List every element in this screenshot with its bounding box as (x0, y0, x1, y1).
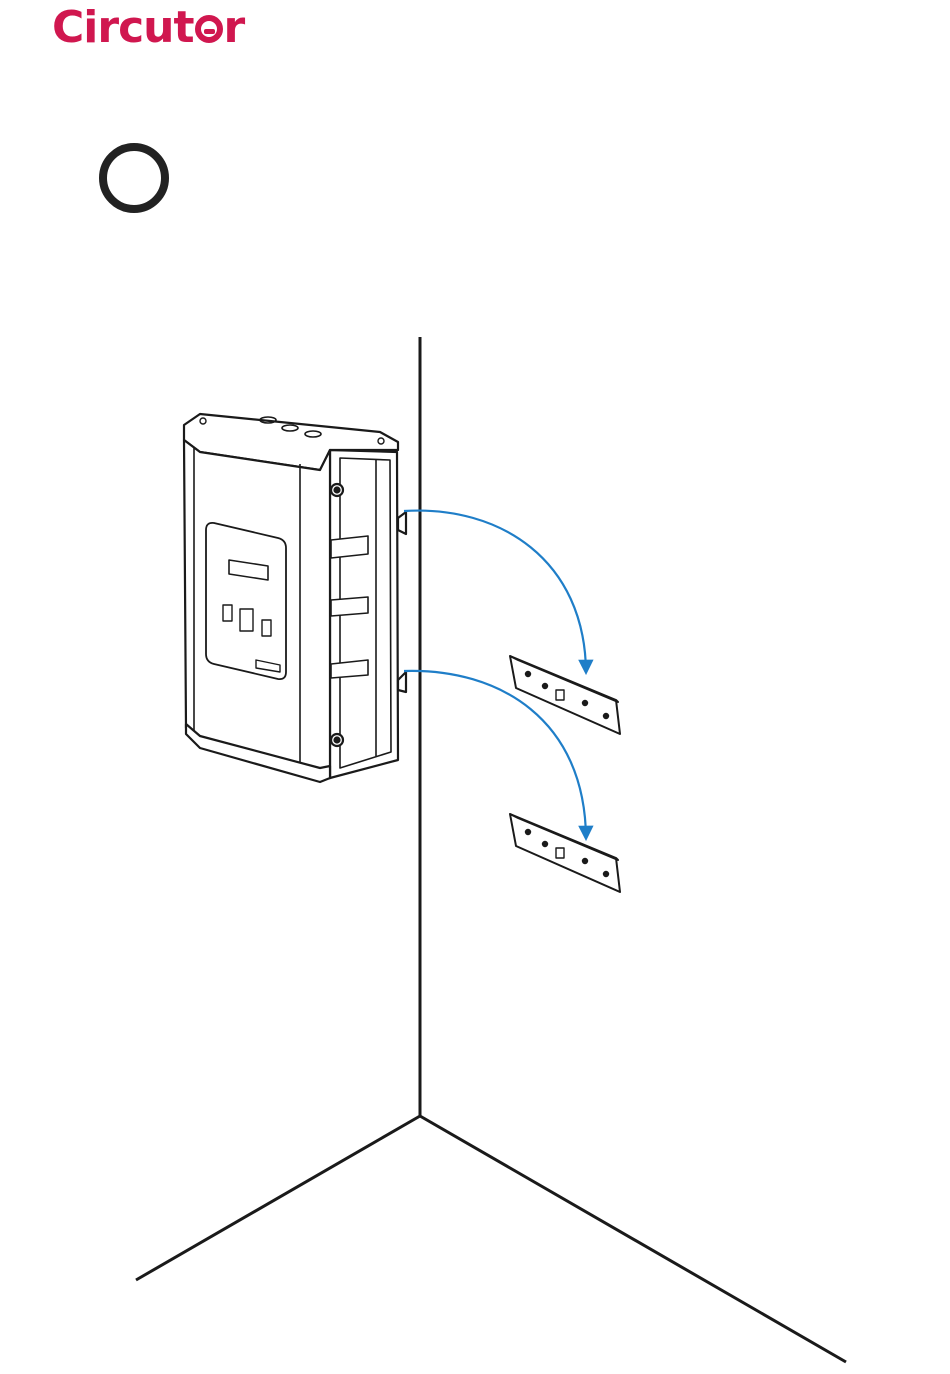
panel-button (240, 609, 253, 631)
wall-bracket-upper (510, 656, 620, 734)
mounting-tab-lower (398, 672, 406, 692)
enclosure-device (184, 414, 406, 782)
floor-edge-right (420, 1116, 846, 1362)
panel-button (262, 620, 271, 636)
control-panel (206, 523, 286, 679)
wall-bracket-lower (510, 814, 620, 892)
mounting-tab-upper (398, 512, 406, 534)
floor-edge-left (136, 1116, 420, 1280)
panel-button (223, 605, 232, 621)
arrow-upper-icon (404, 511, 586, 672)
placement-arrows (404, 511, 586, 838)
